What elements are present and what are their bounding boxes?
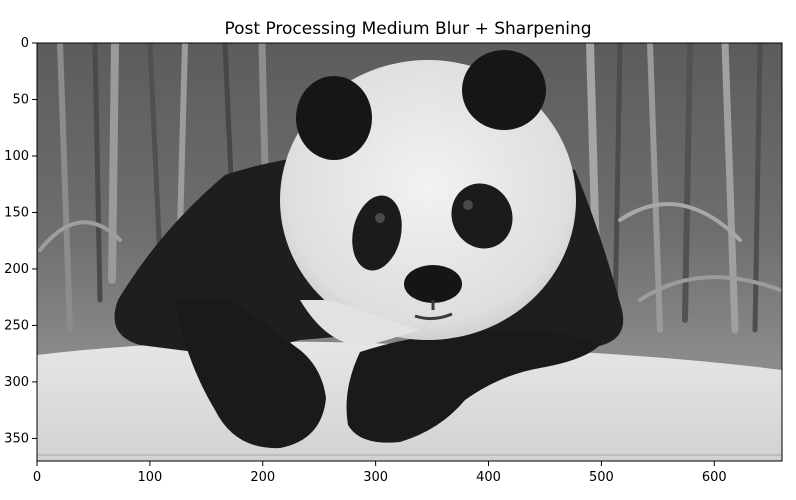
y-tick-label: 150: [4, 205, 29, 220]
y-axis: 0 50 100 150 200 250 300 350: [4, 36, 37, 446]
panda-left-eye-patch: [352, 195, 402, 271]
x-tick-label: 100: [137, 470, 162, 485]
y-tick-label: 100: [4, 149, 29, 164]
panda-mouth: [414, 300, 453, 321]
x-tick-label: 600: [702, 470, 727, 485]
x-tick-label: 300: [363, 470, 388, 485]
y-tick-label: 200: [4, 262, 29, 277]
background-stalks: [38, 43, 782, 334]
panda-right-ear: [462, 50, 546, 130]
panda-right-paw: [346, 330, 600, 443]
x-tick-label: 200: [250, 470, 275, 485]
x-tick-label: 500: [589, 470, 614, 485]
y-tick-label: 50: [12, 92, 29, 107]
y-tick-label: 0: [21, 36, 29, 51]
x-tick-label: 0: [33, 470, 41, 485]
y-tick-label: 350: [4, 431, 29, 446]
y-tick-label: 300: [4, 375, 29, 390]
axes-frame: [36, 42, 783, 462]
panda-nose: [404, 265, 462, 303]
panda-left-paw: [175, 300, 326, 449]
panda-image: [37, 43, 782, 461]
x-tick-label: 400: [476, 470, 501, 485]
figure-title: Post Processing Medium Blur + Sharpening: [224, 19, 591, 39]
panda-right-eye-patch: [451, 183, 513, 249]
panda-left-ear: [296, 76, 372, 160]
x-axis: 0 100 200 300 400 500 600: [33, 461, 727, 485]
y-tick-label: 250: [4, 318, 29, 333]
